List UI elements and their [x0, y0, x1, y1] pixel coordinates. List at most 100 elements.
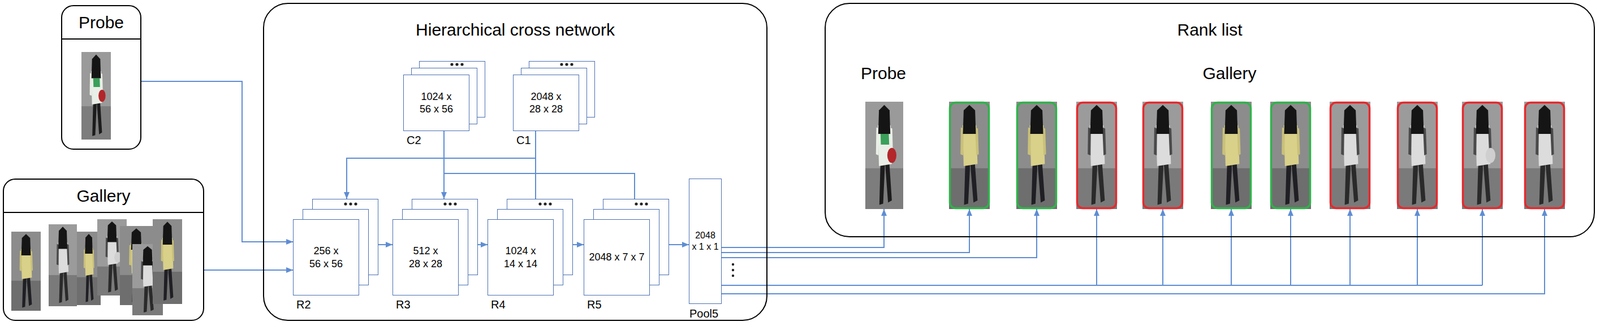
drawing-part: [880, 134, 890, 145]
feature-map: 2048 x 28 x 28: [512, 74, 580, 132]
feature-map: 1024 x 14 x 14: [487, 219, 554, 296]
ellipsis-dot: [634, 202, 638, 206]
drawing-part: [92, 101, 97, 137]
person-image: [1396, 101, 1438, 210]
drawing-part: [1156, 105, 1170, 135]
person-image: [1524, 101, 1565, 210]
drawing-part: [878, 105, 891, 135]
drawing-part: [1538, 105, 1552, 135]
drawing-part: [142, 246, 153, 266]
ellipsis-dot: [453, 202, 457, 206]
drawing-part: [1225, 105, 1239, 135]
connector-arrow: [378, 244, 393, 246]
input-panel: Probe: [61, 5, 142, 150]
drawing-part: [1271, 102, 1311, 209]
input-panel: Gallery: [2, 178, 205, 322]
drawing-part: [1284, 105, 1298, 135]
ellipsis-dot: [448, 202, 452, 206]
drawing-part: [11, 231, 41, 312]
feature-wire: [721, 209, 1037, 258]
drawing-part: [1344, 161, 1352, 205]
ellipsis-dots: [448, 61, 466, 68]
ellipsis-dots: [441, 201, 459, 207]
drawing-part: [1524, 101, 1565, 210]
ellipsis-dot: [559, 62, 563, 66]
connector-arrow: [572, 244, 584, 246]
person-image: [1076, 101, 1118, 210]
connector-arrow: [669, 244, 689, 246]
drawing-part: [969, 161, 978, 204]
tensor-size: 256 x 56 x 56: [296, 244, 356, 271]
ellipsis-dots: [342, 201, 360, 207]
feature-wire: [1290, 209, 1292, 286]
drawing-part: [879, 161, 886, 205]
drawing-part: [1539, 161, 1546, 205]
drawing-part: [21, 234, 32, 256]
person-image: [1329, 101, 1371, 210]
tensor-size: 2048 x 7 x 7: [588, 251, 645, 265]
feature-wire: [443, 131, 445, 174]
drawing-part: [1097, 161, 1105, 204]
ellipsis-dot: [450, 62, 454, 66]
drawing-part: [108, 262, 113, 293]
feature-wire: [721, 285, 1483, 287]
ellipsis-dot: [354, 202, 357, 206]
drawing-part: [885, 161, 892, 204]
feature-wire: [1162, 209, 1164, 286]
drawing-part: [58, 226, 68, 249]
drawing-part: [96, 100, 102, 135]
person-image: [48, 224, 77, 307]
ellipsis-dot: [565, 62, 568, 66]
drawing-part: [1017, 102, 1057, 209]
section-label: Gallery: [1202, 63, 1257, 84]
feature-wire: [535, 131, 537, 159]
drawing-part: [1142, 101, 1184, 210]
drawing-part: [1485, 148, 1496, 164]
panel-title: Hierarchical cross network: [264, 19, 767, 41]
person-image: [11, 231, 41, 312]
drawing-part: [1031, 161, 1038, 205]
feature-wire: [1230, 209, 1232, 286]
drawing-part: [1212, 102, 1252, 209]
feature-stack: 512 x 28 x 28R3: [392, 199, 478, 296]
drawing-part: [1525, 102, 1565, 209]
panel-title: Probe: [78, 13, 124, 33]
drawing-part: [98, 89, 106, 103]
feature-wire: [721, 209, 970, 253]
ellipsis-dot: [639, 202, 643, 206]
drawing-part: [1477, 161, 1484, 205]
drawing-part: [1545, 161, 1553, 204]
connector-arrow: [204, 269, 293, 271]
title-band: Gallery: [3, 179, 204, 214]
drawing-part: [1412, 161, 1419, 205]
ellipsis-dots: [558, 61, 576, 68]
drawing-part: [1076, 101, 1118, 210]
drawing-part: [93, 78, 101, 88]
ellipsis-dots: [632, 201, 650, 207]
drawing-part: [59, 270, 64, 304]
drawing-part: [1030, 105, 1044, 135]
drawing-part: [1396, 101, 1438, 210]
drawing-part: [1077, 102, 1117, 209]
tensor-size: 1024 x 56 x 56: [407, 90, 466, 116]
drawing-part: [1157, 161, 1164, 205]
feature-wire: [721, 209, 884, 248]
feature-stack: 2048 x 7 x 7R5: [583, 199, 670, 296]
tensor-size: 2048 x 28 x 28: [516, 90, 576, 116]
ellipsis-dot: [455, 62, 459, 66]
pool-vector: 2048 x 1 x 1Pool5: [688, 178, 722, 305]
ellipsis-dot: [443, 202, 447, 206]
feature-stack: 2048 x 28 x 28C1: [512, 61, 595, 132]
drawing-part: [1411, 105, 1425, 135]
person-image: [1462, 101, 1503, 210]
drawing-part: [950, 102, 990, 209]
feature-map: 2048 x 7 x 7: [583, 219, 650, 296]
ellipsis-dot: [731, 263, 735, 266]
ellipsis-dot: [644, 202, 648, 206]
person-image: [1210, 101, 1252, 210]
feature-stack: 1024 x 56 x 56C2: [403, 61, 486, 132]
drawing-part: [91, 54, 102, 79]
ellipsis-dot: [548, 202, 552, 206]
panel-title: Gallery: [76, 186, 131, 206]
layer-name: R2: [296, 298, 312, 312]
